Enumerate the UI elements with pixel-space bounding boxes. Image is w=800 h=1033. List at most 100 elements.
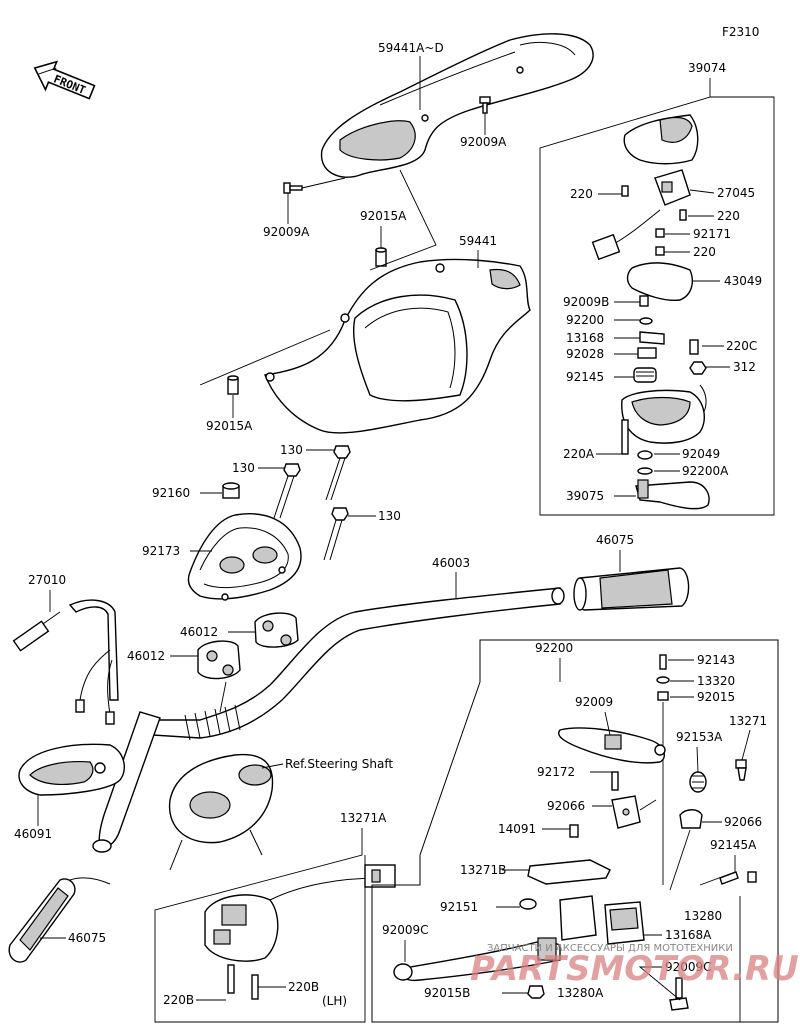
label-130-b: 130 (232, 461, 255, 475)
label-220-a: 220 (570, 187, 593, 201)
label-92153A: 92172 (537, 765, 575, 779)
grip-46075-left (8, 877, 111, 963)
plate-13168 (639, 331, 665, 345)
screw-220B-b (251, 974, 259, 1000)
holder-46012-upper (254, 612, 299, 648)
spring-92145A (519, 898, 537, 910)
label-39075: 39075 (566, 489, 604, 503)
plate-13271B (719, 871, 739, 885)
plate-13271A (527, 859, 611, 885)
label-92015A-top: 92015A (360, 209, 407, 223)
ref-steering-shaft: Ref.Steering Shaft (285, 757, 393, 771)
label-13168A: 92009C (382, 923, 429, 937)
washer-92200 (639, 317, 653, 325)
label-46012-lower: 46012 (127, 649, 165, 663)
watermark-logo: PARTSMOTOR.RU (470, 949, 799, 989)
label-92143: 92015 (697, 690, 735, 704)
adjuster-92015 (689, 771, 707, 793)
switch-left-housing (204, 864, 396, 962)
handlebar-46003 (92, 587, 565, 853)
label-13320: 92009 (575, 695, 613, 709)
connector-plug (591, 209, 661, 261)
label-92160: 92160 (152, 486, 190, 500)
switch-27045 (654, 169, 691, 206)
label-92009C: 92009C (665, 960, 712, 974)
lever-13168A (393, 937, 561, 982)
label-92200A: 92200A (682, 464, 729, 478)
label-27010: 27010 (28, 573, 66, 587)
bolt-130-c (323, 507, 349, 561)
label-92049: 92049 (682, 447, 720, 461)
label-13168: 13168 (566, 331, 604, 345)
label-43049: 43049 (724, 274, 762, 288)
label-220C: 220C (726, 339, 757, 353)
bolt-130-a (325, 445, 351, 501)
label-92173: 92173 (142, 544, 180, 558)
heater-wire-27010 (12, 599, 119, 725)
label-92009A-right: 92009A (460, 135, 507, 149)
label-92145A: 92151 (440, 900, 478, 914)
grip-46075-right (573, 567, 690, 611)
label-220-c: 220 (693, 245, 716, 259)
screw-92151 (747, 871, 757, 883)
screw-92009B (639, 295, 649, 307)
label-13280A: 13280A (557, 986, 604, 1000)
figure-code: F2310 (722, 25, 759, 39)
label-92009B: 92009B (563, 295, 609, 309)
lever-39075 (635, 479, 710, 510)
clamp-92171 (655, 228, 665, 238)
holder-13280 (559, 895, 645, 945)
label-92171: 92171 (693, 227, 731, 241)
label-220B-b: 220B (288, 980, 319, 994)
label-92200-b: 13320 (697, 674, 735, 688)
bolt-130-b (273, 463, 301, 519)
label-13280: 13168A (665, 928, 712, 942)
label-130-a: 130 (280, 443, 303, 457)
screw-220-c (655, 246, 665, 256)
handlebar-cover-upper (320, 33, 594, 178)
label-59441A-D: 59441A~D (378, 41, 444, 55)
lever-13320 (558, 727, 666, 764)
screw-92009 (735, 759, 747, 781)
screw-220B-a (227, 964, 235, 994)
screw-92009C (669, 977, 689, 1011)
label-92028: 92028 (566, 347, 604, 361)
washer-92200A (637, 467, 653, 475)
label-92172: 14091 (498, 822, 536, 836)
label-92009A-left: 92009A (263, 225, 310, 239)
label-46003: 46003 (432, 556, 470, 570)
bracket-13271 (611, 795, 641, 829)
label-92153: 92143 (697, 653, 735, 667)
front-arrow-icon: FRONT (33, 60, 96, 100)
label-13271: 92066 (547, 799, 585, 813)
label-46091: 13271A (340, 811, 387, 825)
switch-housing-lower (621, 384, 707, 444)
collar-92143 (657, 691, 669, 701)
seal-92049 (637, 450, 653, 460)
label-220B-a: 220B (163, 993, 194, 1007)
label-92200: 92200 (566, 313, 604, 327)
label-92009: 13271 (729, 714, 767, 728)
collar-92160 (222, 482, 240, 499)
label-92015B: 92015B (424, 986, 470, 1000)
screw-92172 (569, 824, 579, 838)
label-27045: 27045 (717, 186, 755, 200)
label-92066: 92066 (724, 815, 762, 829)
label-59441: 59441 (459, 234, 497, 248)
cover-43049 (626, 262, 693, 302)
handlebar-cover-lower (264, 258, 531, 434)
nut-92015B (527, 985, 545, 999)
lh-label: (LH) (322, 994, 347, 1008)
screw-220-b (679, 209, 687, 221)
screw-220C (689, 339, 699, 355)
watermark-subtitle: ЗАПЧАСТИ И АКСЕССУАРЫ ДЛЯ МОТОТЕХНИКИ (487, 943, 733, 954)
label-39074: 39074 (688, 61, 726, 75)
label-220-b: 220 (717, 209, 740, 223)
label-92015A-bottom: 92015A (206, 419, 253, 433)
label-13271B: 92145A (710, 838, 757, 852)
bush-92028 (637, 347, 657, 359)
nut-312 (689, 361, 707, 375)
washer-92200-b (656, 676, 670, 684)
spring-92145 (633, 367, 657, 383)
